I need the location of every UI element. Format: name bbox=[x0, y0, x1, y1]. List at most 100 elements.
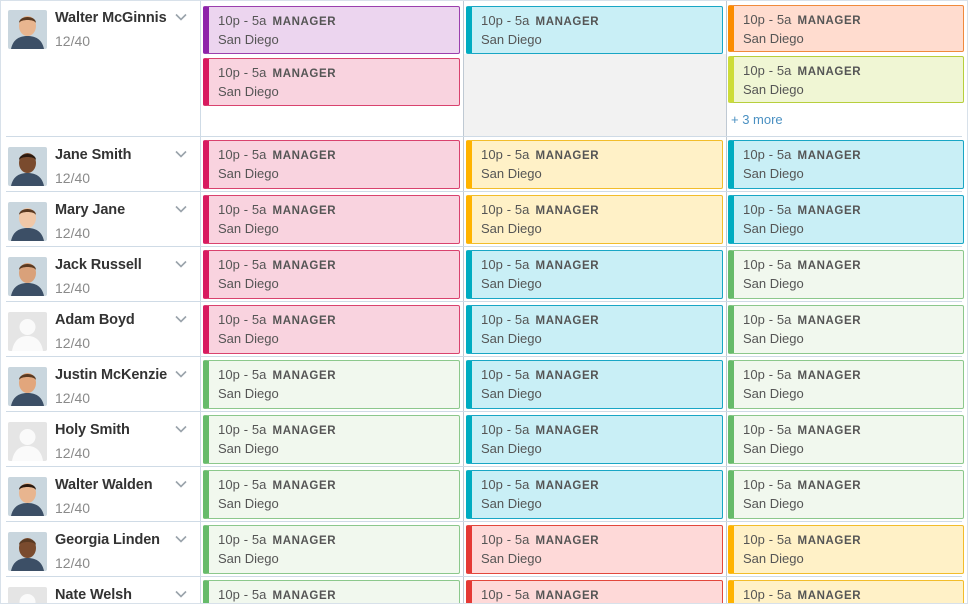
shift-location: San Diego bbox=[743, 496, 804, 511]
avatar bbox=[8, 477, 47, 516]
shift-location: San Diego bbox=[481, 331, 542, 346]
chevron-down-icon[interactable] bbox=[174, 367, 188, 381]
shift-time: 10p - 5a bbox=[218, 532, 267, 547]
shift-role: MANAGER bbox=[535, 480, 600, 492]
row-divider bbox=[6, 356, 962, 357]
shift-location: San Diego bbox=[218, 221, 279, 236]
shift-role: MANAGER bbox=[272, 480, 337, 492]
shift-time: 10p - 5a bbox=[743, 367, 792, 382]
chevron-down-icon[interactable] bbox=[174, 312, 188, 326]
shift-role: MANAGER bbox=[797, 150, 862, 162]
avatar bbox=[8, 312, 47, 351]
row-divider bbox=[6, 301, 962, 302]
shift-location: San Diego bbox=[743, 166, 804, 181]
employee-name: Adam Boyd bbox=[55, 312, 135, 328]
column-divider bbox=[463, 0, 464, 604]
shift-time: 10p - 5a bbox=[218, 202, 267, 217]
avatar bbox=[8, 532, 47, 571]
chevron-down-icon[interactable] bbox=[174, 477, 188, 491]
employee-name: Mary Jane bbox=[55, 202, 126, 218]
shift-location: San Diego bbox=[218, 276, 279, 291]
shift-role: MANAGER bbox=[272, 425, 337, 437]
chevron-down-icon[interactable] bbox=[174, 257, 188, 271]
chevron-down-icon[interactable] bbox=[174, 10, 188, 24]
employee-hours: 12/40 bbox=[55, 33, 91, 49]
employee-name: Georgia Linden bbox=[55, 532, 160, 548]
chevron-down-icon[interactable] bbox=[174, 422, 188, 436]
employee-name: Jack Russell bbox=[55, 257, 142, 273]
chevron-down-icon[interactable] bbox=[174, 147, 188, 161]
chevron-down-icon[interactable] bbox=[174, 202, 188, 216]
shift-role: MANAGER bbox=[797, 315, 862, 327]
shift-location: San Diego bbox=[743, 82, 804, 97]
shift-role: MANAGER bbox=[797, 535, 862, 547]
shift-location: San Diego bbox=[481, 276, 542, 291]
shift-location: San Diego bbox=[743, 276, 804, 291]
employee-hours: 12/40 bbox=[55, 170, 91, 186]
avatar bbox=[8, 422, 47, 461]
avatar bbox=[8, 202, 47, 241]
chevron-down-icon[interactable] bbox=[174, 532, 188, 546]
column-divider bbox=[200, 0, 201, 604]
shift-time: 10p - 5a bbox=[218, 147, 267, 162]
shift-time: 10p - 5a bbox=[743, 12, 792, 27]
chevron-down-icon[interactable] bbox=[174, 587, 188, 601]
shift-time: 10p - 5a bbox=[481, 422, 530, 437]
shift-time: 10p - 5a bbox=[218, 587, 267, 602]
shift-time: 10p - 5a bbox=[218, 367, 267, 382]
shift-role: MANAGER bbox=[797, 205, 862, 217]
shift-location: San Diego bbox=[743, 331, 804, 346]
shift-location: San Diego bbox=[743, 551, 804, 566]
shift-time: 10p - 5a bbox=[218, 257, 267, 272]
more-shifts-link[interactable]: + 3 more bbox=[731, 112, 783, 127]
shift-role: MANAGER bbox=[535, 590, 600, 602]
row-divider bbox=[6, 191, 962, 192]
shift-role: MANAGER bbox=[797, 260, 862, 272]
